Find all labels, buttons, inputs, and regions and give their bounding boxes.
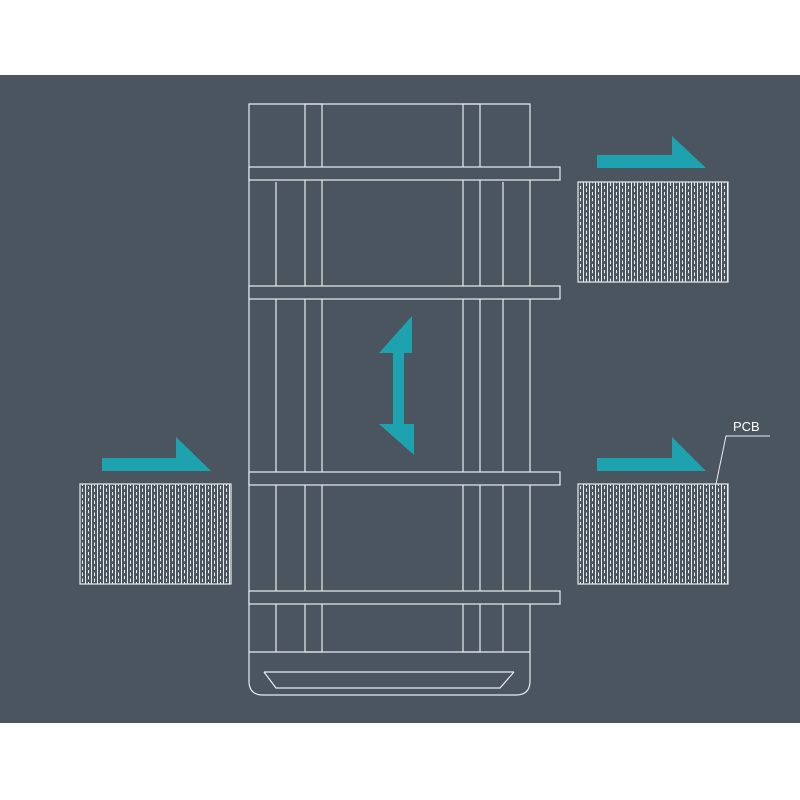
pcb-stack-border — [577, 483, 729, 585]
right-arrow-bottom — [597, 437, 706, 471]
right-arrow-top — [597, 136, 706, 168]
base-tray — [263, 671, 515, 689]
pcb-stack-border — [79, 483, 232, 585]
pcb-stack-left — [79, 483, 232, 585]
vertical-double-arrow — [379, 316, 414, 455]
shelf-1 — [248, 166, 561, 181]
right-post — [462, 103, 481, 653]
right-arrow-left — [102, 437, 211, 471]
cabinet-outline — [248, 103, 531, 696]
shelf-2 — [248, 285, 561, 300]
pcb-stack-bottom-right — [577, 483, 729, 585]
pcb-callout-leader — [715, 435, 770, 485]
shelves — [248, 166, 561, 605]
pcb-stack-fill — [80, 484, 231, 584]
pcb-stack-border — [577, 181, 729, 283]
pcb-callout-label: PCB — [733, 419, 760, 434]
shelf-4 — [248, 590, 561, 605]
elevator-frame — [248, 103, 531, 696]
pcb-stack-top-right — [577, 181, 729, 283]
pcb-stack-fill — [578, 182, 728, 282]
left-post — [304, 103, 323, 653]
pcb-stack-fill — [578, 484, 728, 584]
shelf-3 — [248, 471, 561, 486]
